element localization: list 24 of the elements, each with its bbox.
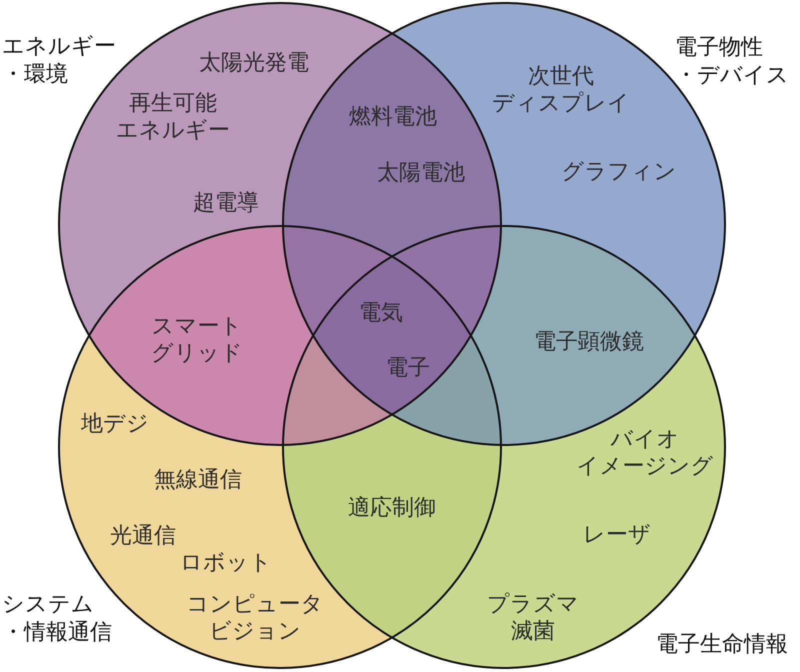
category-heading: 電子物性・デバイス xyxy=(675,34,789,90)
topic-label: レーザ xyxy=(583,522,651,548)
topic-label: ロボット xyxy=(180,550,272,576)
category-heading: 電子生命情報 xyxy=(656,631,788,659)
topic-label: プラズマ滅菌 xyxy=(487,591,579,645)
topic-label: 次世代ディスプレイ xyxy=(492,63,630,117)
topic-label: バイオイメージング xyxy=(576,426,714,480)
topic-label: コンピュータビジョン xyxy=(186,591,324,645)
topic-label: 太陽電池 xyxy=(377,160,465,186)
topic-label: 電子顕微鏡 xyxy=(534,328,644,356)
topic-label: 電子 xyxy=(386,354,430,382)
topic-label: 無線通信 xyxy=(154,466,242,494)
topic-label: 適応制御 xyxy=(348,494,436,522)
topic-label: 地デジ xyxy=(81,410,149,438)
topic-label: 超電導 xyxy=(193,190,259,216)
category-heading: エネルギー・環境 xyxy=(2,33,116,89)
topic-label: 再生可能エネルギー xyxy=(116,90,230,144)
topic-label: グラフィン xyxy=(562,158,676,186)
topic-label: スマートグリッド xyxy=(151,313,243,367)
topic-label: 太陽光発電 xyxy=(199,50,309,76)
topic-label: 燃料電池 xyxy=(349,104,437,130)
topic-label: 電気 xyxy=(359,300,403,326)
topic-label: 光通信 xyxy=(110,522,176,550)
category-heading: システム・情報通信 xyxy=(2,591,112,647)
